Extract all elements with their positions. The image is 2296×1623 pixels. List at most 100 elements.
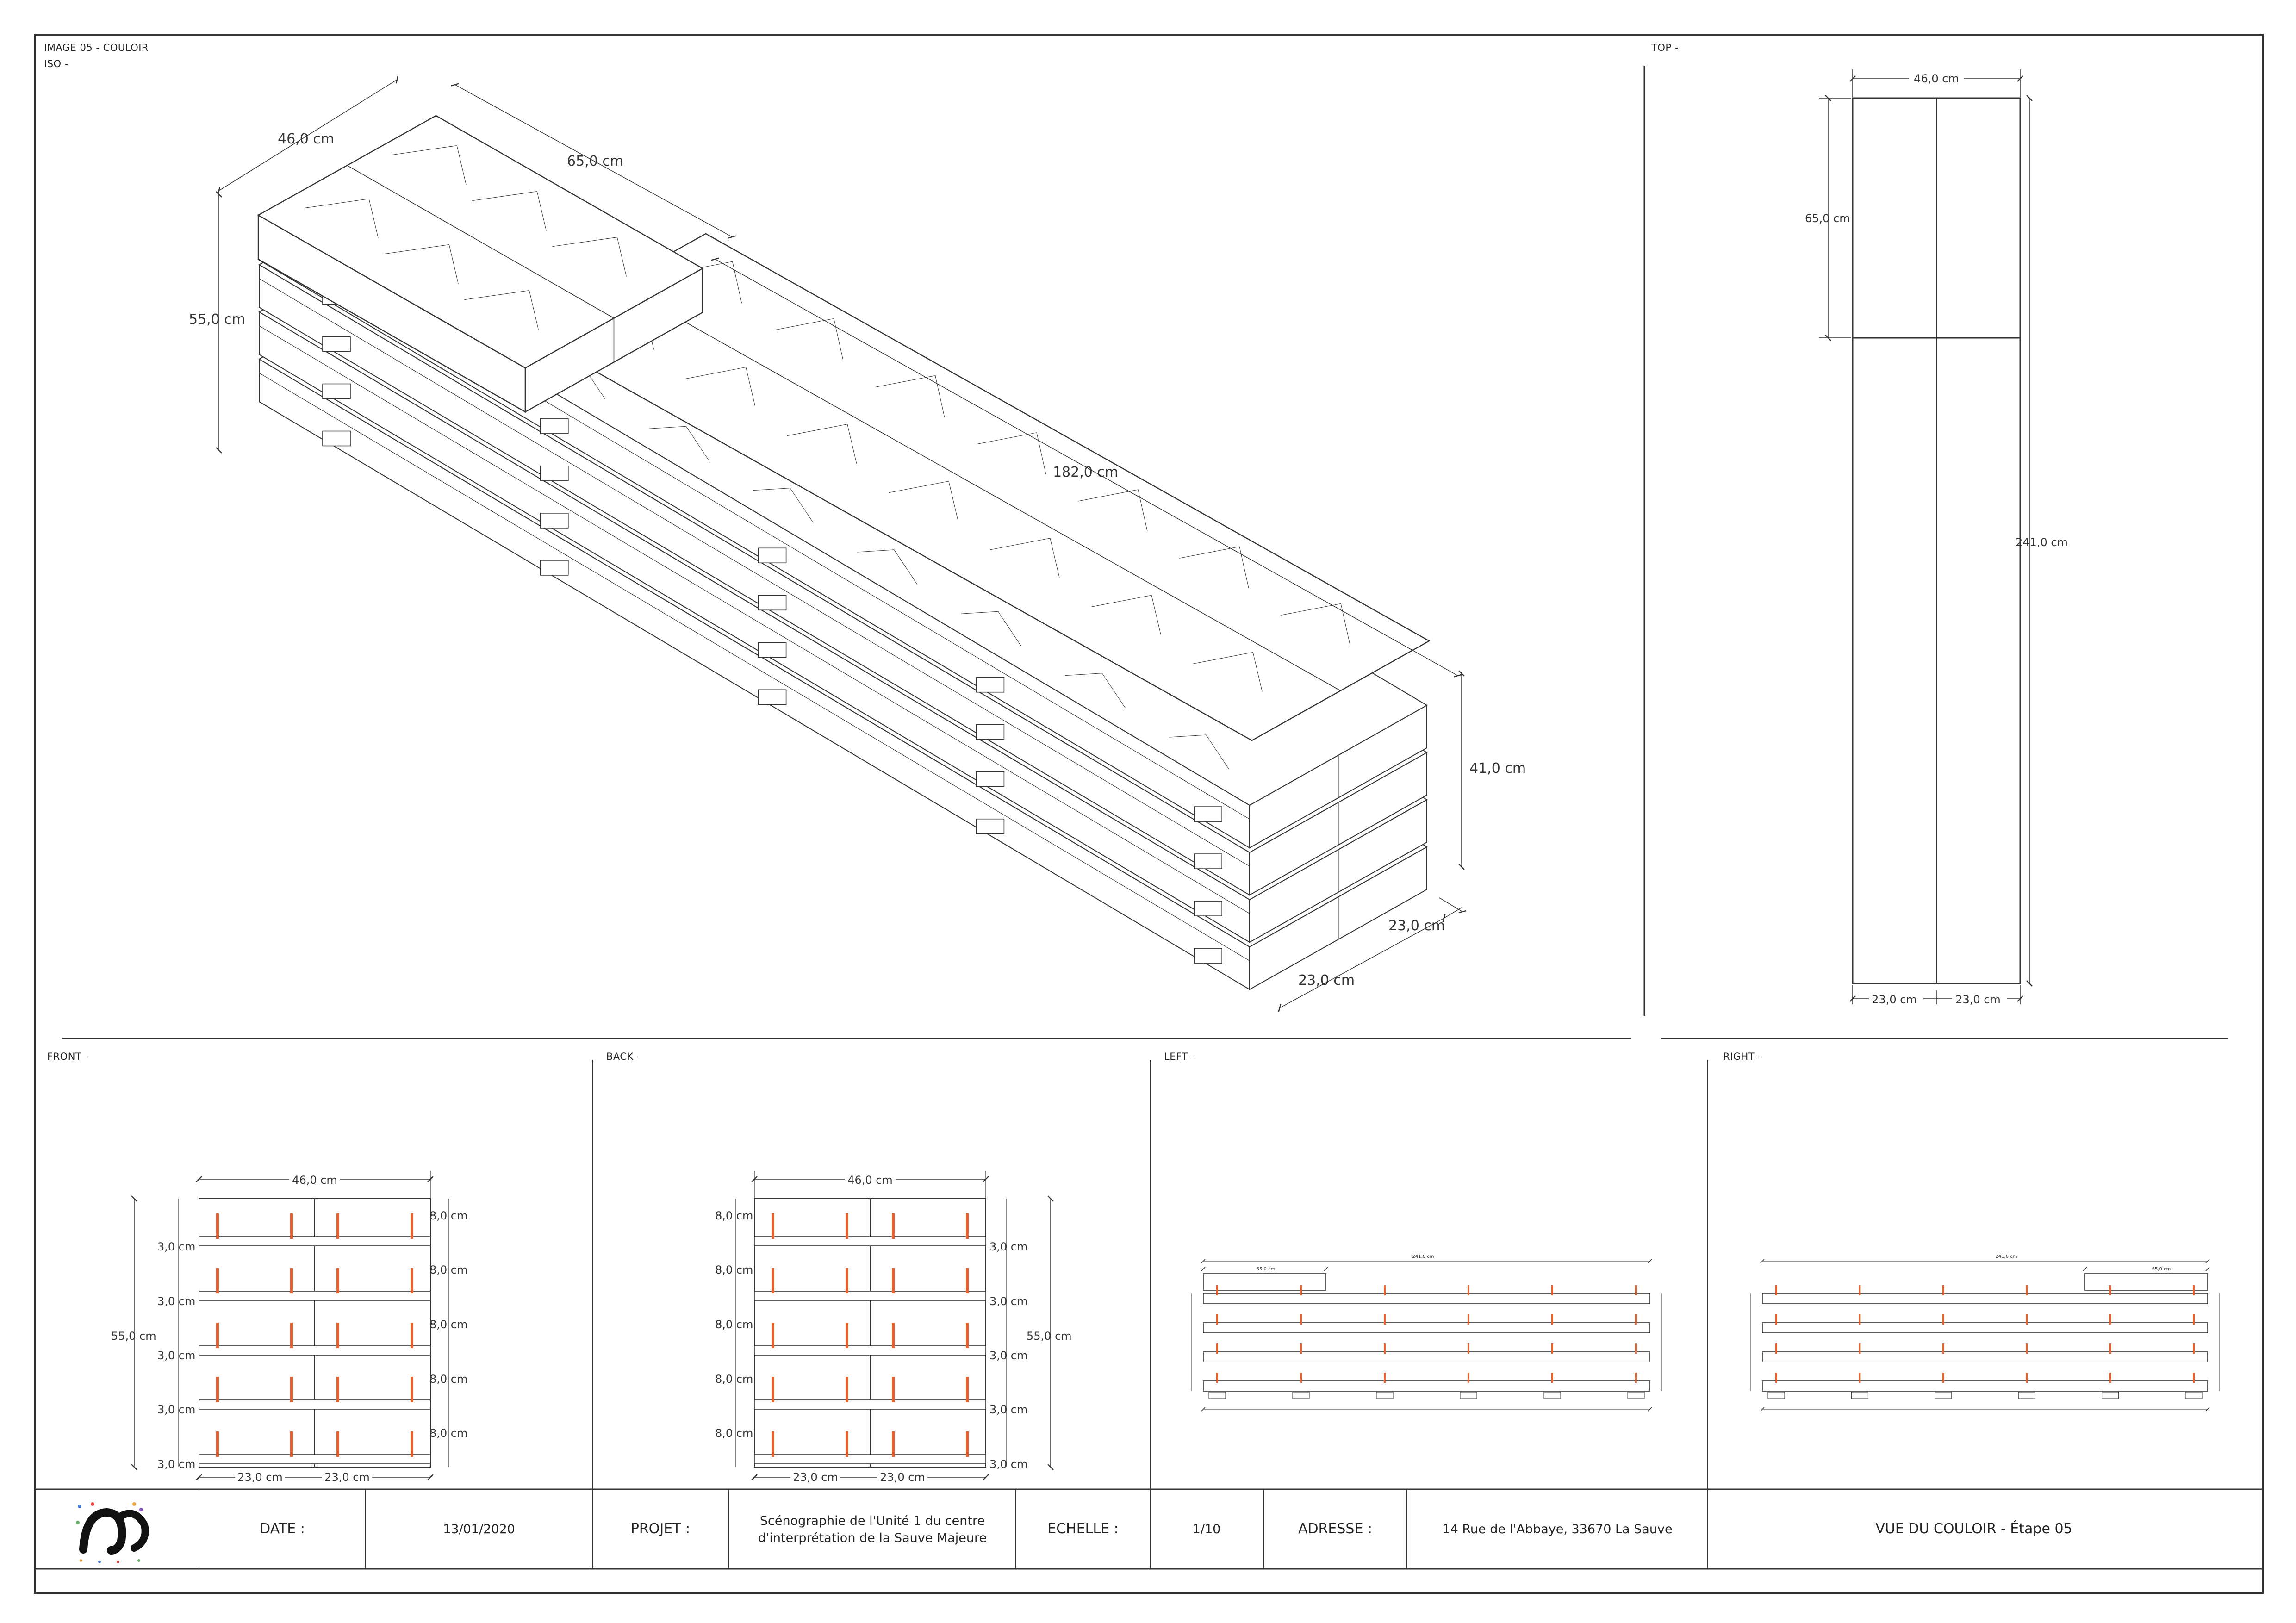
back-screw-1-1 xyxy=(772,1213,774,1239)
back-dim-height: 55,0 cm xyxy=(1027,1330,1072,1343)
back-gap-2 xyxy=(754,1291,986,1301)
front-dim-board-5: 8,0 cm xyxy=(429,1427,467,1440)
back-dim-board-5: 8,0 cm xyxy=(715,1427,753,1440)
top-dim-short: 65,0 cm xyxy=(1805,212,1850,225)
front-screw-3-1 xyxy=(216,1323,219,1348)
adresse-value: 14 Rue de l'Abbaye, 33670 La Sauve xyxy=(1442,1522,1672,1536)
back-dim-width: 46,0 cm xyxy=(847,1174,893,1187)
top-label: TOP - xyxy=(1651,42,1679,53)
image-title-label: IMAGE 05 - COULOIR xyxy=(44,42,149,53)
back-dim-half-a: 23,0 cm xyxy=(793,1471,838,1484)
front-screw-4-2 xyxy=(290,1377,293,1402)
right-screw-1-4 xyxy=(1775,1373,1777,1383)
front-gap-3 xyxy=(199,1345,431,1356)
iso-board-layer-4-spacer-3 xyxy=(758,547,787,564)
left-label: LEFT - xyxy=(1164,1051,1195,1062)
front-dim-gap-3: 3,0 cm xyxy=(157,1349,195,1362)
back-screw-3-3 xyxy=(892,1323,895,1348)
right-dim-total: 241,0 cm xyxy=(1995,1254,2017,1259)
left-screw-2-4 xyxy=(1300,1373,1302,1383)
back-view-drawing xyxy=(735,1171,1054,1480)
right-screw-6-1 xyxy=(2193,1285,2195,1295)
iso-dimension-lines xyxy=(216,75,1467,1012)
left-screw-6-2 xyxy=(1635,1314,1637,1325)
right-screw-2-3 xyxy=(1859,1343,1861,1354)
right-screw-4-2 xyxy=(2026,1314,2028,1325)
back-screw-5-3 xyxy=(892,1431,895,1457)
left-screw-3-4 xyxy=(1384,1373,1386,1383)
front-screw-3-2 xyxy=(290,1323,293,1348)
front-dim-board-4: 8,0 cm xyxy=(429,1373,467,1386)
front-view-drawing xyxy=(131,1171,449,1480)
right-screw-4-4 xyxy=(2026,1373,2028,1383)
iso-board-layer-1-spacer-5 xyxy=(1194,948,1222,964)
right-label: RIGHT - xyxy=(1723,1051,1761,1062)
right-spacer-6 xyxy=(2185,1392,2203,1399)
right-screw-2-4 xyxy=(1859,1373,1861,1383)
iso-dim-height-right: 41,0 cm xyxy=(1469,760,1526,777)
back-screw-2-3 xyxy=(892,1268,895,1293)
back-gap-5 xyxy=(754,1454,986,1464)
front-screw-1-2 xyxy=(290,1213,293,1239)
front-gap-4 xyxy=(199,1399,431,1410)
left-screw-2-3 xyxy=(1300,1343,1302,1354)
back-dim-board-1: 8,0 cm xyxy=(715,1209,753,1222)
back-screw-1-3 xyxy=(892,1213,895,1239)
front-dim-board-2: 8,0 cm xyxy=(429,1263,467,1276)
front-gap-2 xyxy=(199,1291,431,1301)
iso-board-layer-4-spacer-2 xyxy=(540,418,569,434)
front-screw-4-3 xyxy=(336,1377,339,1402)
right-screw-5-3 xyxy=(2109,1343,2111,1354)
front-screw-4-4 xyxy=(411,1377,413,1402)
left-view-drawing xyxy=(1191,1259,1662,1412)
back-dim-gap-3: 3,0 cm xyxy=(989,1349,1027,1362)
iso-board-layer-1-spacer-2 xyxy=(540,560,569,576)
front-screw-3-3 xyxy=(336,1323,339,1348)
top-view-drawing xyxy=(1819,69,2033,1004)
front-screw-2-1 xyxy=(216,1268,219,1293)
back-screw-4-2 xyxy=(846,1377,848,1402)
front-dim-height: 55,0 cm xyxy=(111,1330,156,1343)
back-screw-4-4 xyxy=(966,1377,969,1402)
right-screw-6-4 xyxy=(2193,1373,2195,1383)
left-screw-4-4 xyxy=(1468,1373,1469,1383)
left-screw-2-2 xyxy=(1300,1314,1302,1325)
back-screw-1-4 xyxy=(966,1213,969,1239)
iso-board-layer-1-spacer-4 xyxy=(976,818,1005,834)
right-spacer-1 xyxy=(1767,1392,1785,1399)
top-dim-width-bg xyxy=(1909,69,1964,86)
iso-dim-height-left: 55,0 cm xyxy=(189,311,245,328)
back-dim-gap-1: 3,0 cm xyxy=(989,1240,1027,1253)
back-screw-1-2 xyxy=(846,1213,848,1239)
iso-dim-depth: 65,0 cm xyxy=(567,153,623,169)
left-screw-5-1 xyxy=(1551,1285,1553,1295)
right-screw-1-2 xyxy=(1775,1314,1777,1325)
back-screw-5-2 xyxy=(846,1431,848,1457)
right-screw-5-4 xyxy=(2109,1373,2111,1383)
front-dim-half-b-bg xyxy=(322,1471,372,1484)
back-label: BACK - xyxy=(606,1051,641,1062)
back-gap-1 xyxy=(754,1236,986,1246)
title-block xyxy=(35,1488,2263,1570)
iso-board-layer-4-spacer-5 xyxy=(1194,806,1222,822)
back-screw-5-1 xyxy=(772,1431,774,1457)
studio-logo xyxy=(76,1502,149,1563)
front-dim-width-bg xyxy=(289,1174,340,1187)
front-dim-board-3: 8,0 cm xyxy=(429,1318,467,1331)
right-board-4 xyxy=(1762,1380,2208,1392)
iso-board-layer-3-spacer-1 xyxy=(322,336,351,352)
top-dim-half-b-bg xyxy=(1952,991,2007,1006)
right-screw-5-2 xyxy=(2109,1314,2111,1325)
back-screw-3-4 xyxy=(966,1323,969,1348)
front-screw-3-4 xyxy=(411,1323,413,1348)
back-screw-2-4 xyxy=(966,1268,969,1293)
front-screw-5-4 xyxy=(411,1431,413,1457)
sheet-title: VUE DU COULOIR - Étape 05 xyxy=(1875,1520,2072,1537)
iso-label: ISO - xyxy=(44,58,68,69)
iso-back-grain-2 xyxy=(384,244,459,284)
left-spacer-1 xyxy=(1208,1392,1226,1399)
iso-board-layer-3-spacer-5 xyxy=(1194,853,1222,869)
back-screw-4-3 xyxy=(892,1377,895,1402)
front-dim-board-1: 8,0 cm xyxy=(429,1209,467,1222)
